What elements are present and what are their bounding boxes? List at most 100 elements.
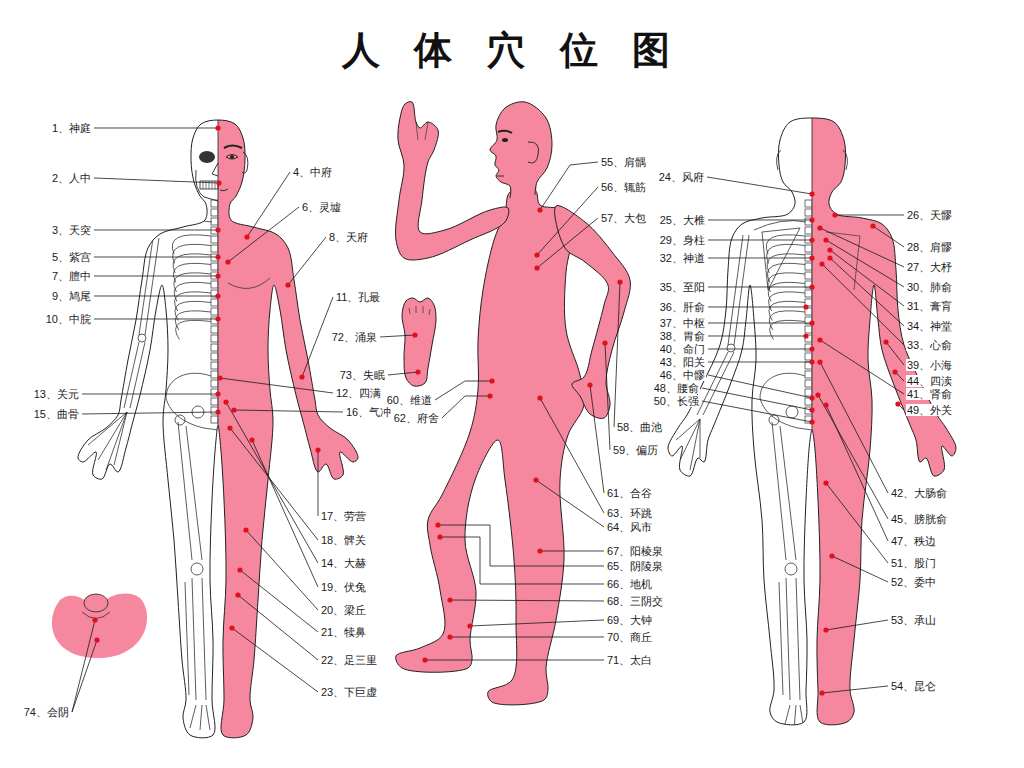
acupoint-dot [422, 657, 427, 662]
acupoint-dot [447, 634, 452, 639]
leader-line [450, 636, 604, 637]
acupoint-dot [587, 382, 592, 387]
tibia-bone [185, 578, 206, 700]
title-band: 人 体 穴 位 图 [0, 26, 1024, 74]
leader-line [246, 530, 318, 610]
tibia-bone [779, 578, 800, 700]
acupoint-dot [227, 425, 232, 430]
vertebra [805, 290, 812, 297]
acupoint-dot [827, 255, 832, 260]
body-figure [668, 118, 956, 730]
point-label: 26、天髎 [906, 209, 953, 222]
point-label: 71、太白 [606, 654, 653, 667]
leader-line [388, 372, 418, 375]
leader-line [230, 428, 318, 540]
leader-line [708, 375, 812, 398]
point-label: 66、地机 [606, 578, 653, 591]
point-label: 38、胃俞 [659, 330, 706, 343]
pupil [230, 155, 234, 159]
perineum-top [84, 594, 108, 612]
point-label: 10、中脘 [45, 313, 92, 326]
acupoint-dot [537, 207, 542, 212]
leader-line [708, 257, 812, 258]
leader-line [708, 306, 806, 307]
leader-line [590, 385, 604, 493]
eye [226, 155, 238, 160]
leader-line [818, 395, 888, 519]
leader-line [94, 127, 218, 128]
acupoint-dot [809, 255, 814, 260]
leader-line [247, 172, 290, 237]
acupoint-dot [809, 346, 814, 351]
leader-line [708, 335, 806, 336]
leader-line [438, 525, 604, 566]
acupoint-dot [809, 217, 814, 222]
skull-eye-socket [199, 151, 215, 163]
point-label: 31、膏肓 [906, 300, 953, 313]
acupoint-dot [299, 374, 304, 379]
point-label: 27、大杼 [906, 261, 953, 274]
vertebra [211, 299, 218, 306]
point-label: 1、神庭 [51, 122, 92, 135]
acupoint-dot [809, 407, 814, 412]
leader-line [830, 258, 904, 326]
acupoint-dot [235, 592, 240, 597]
vertebra [211, 380, 218, 387]
acupoint-dot [447, 597, 452, 602]
leader-line [708, 239, 812, 240]
acupoint-dot [217, 375, 222, 380]
acupoint-dot [534, 252, 539, 257]
acupoint-dot [437, 534, 442, 539]
leader-line [72, 640, 97, 712]
point-label: 24、风府 [658, 171, 705, 184]
point-label: 5、紫宫 [51, 251, 92, 264]
point-label: 70、商丘 [606, 631, 653, 644]
point-label: 59、偏历 [612, 444, 659, 457]
leader-line [822, 264, 904, 345]
acupoint-dot [809, 419, 814, 424]
acupoint-dot [870, 223, 875, 228]
patella-bone [785, 563, 797, 575]
vertebra [805, 380, 812, 387]
skull-nose [212, 163, 218, 176]
perineum-shape [52, 594, 147, 658]
point-label: 48、腰俞 [653, 382, 700, 395]
leader-line [82, 412, 218, 414]
point-label: 32、神道 [659, 252, 706, 265]
point-label: 34、神堂 [906, 320, 953, 333]
acupoint-dot [489, 378, 494, 383]
point-label: 12、四满 [335, 387, 382, 400]
point-label: 11、孔最 [335, 291, 381, 304]
acupoint-dot [817, 359, 822, 364]
point-label: 33、心俞 [906, 339, 953, 352]
point-label: 56、辄筋 [600, 181, 647, 194]
leader-line [820, 228, 904, 267]
skull-jaw [196, 170, 218, 201]
hand-bone [680, 419, 700, 460]
forearm-bone [124, 342, 145, 408]
point-label: 14、大赫 [320, 557, 367, 570]
scapula-bone [762, 228, 800, 290]
vertebra [805, 200, 812, 207]
leader-line [826, 620, 888, 630]
leader-line [537, 187, 598, 255]
vertebra [805, 326, 812, 333]
point-label: 23、下巨虚 [320, 686, 378, 699]
point-label: 36、肝俞 [659, 301, 706, 314]
point-label: 65、阴陵泉 [606, 560, 664, 573]
skeleton-half [676, 200, 812, 730]
point-label: 61、合谷 [606, 487, 653, 500]
point-label: 8、天府 [328, 231, 369, 244]
leader-line [820, 362, 888, 493]
point-label: 6、灵墟 [301, 201, 342, 214]
acupoint-dot [487, 393, 492, 398]
acupoint-dot [215, 227, 220, 232]
leader-line [228, 207, 299, 262]
leader-line [708, 219, 812, 220]
vertebra [211, 308, 218, 315]
point-label: 21、犊鼻 [320, 626, 367, 639]
acupoint-dot [819, 690, 824, 695]
point-label: 67、阳棱泉 [606, 545, 664, 558]
leader-line [873, 226, 904, 247]
